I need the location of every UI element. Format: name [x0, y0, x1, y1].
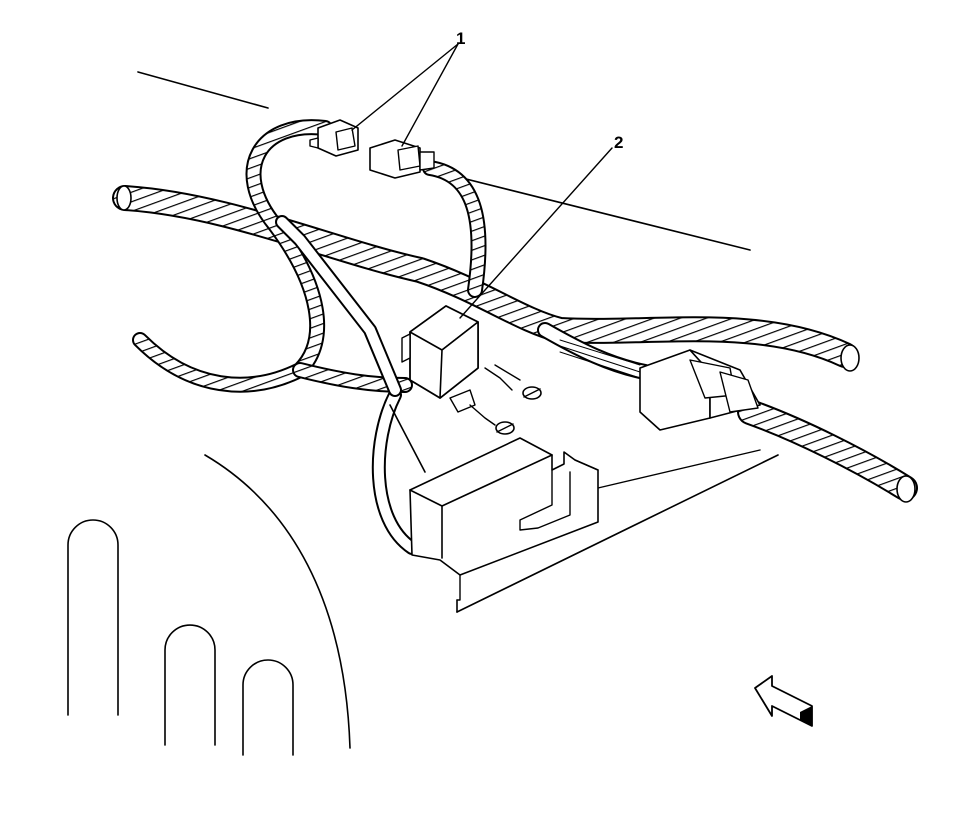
harness-connectors — [309, 119, 435, 179]
main-harness — [112, 185, 918, 503]
callout-leaders — [351, 43, 613, 319]
callout-1-label: 1 — [456, 29, 465, 48]
panel-lines — [137, 71, 779, 613]
module-with-screws — [401, 305, 542, 435]
callout-2-label: 2 — [614, 133, 623, 152]
inline-connector — [639, 349, 761, 431]
mounting-bracket — [409, 437, 599, 601]
loop-harness — [132, 119, 487, 555]
direction-arrow — [754, 675, 813, 727]
body-panel — [67, 454, 351, 756]
